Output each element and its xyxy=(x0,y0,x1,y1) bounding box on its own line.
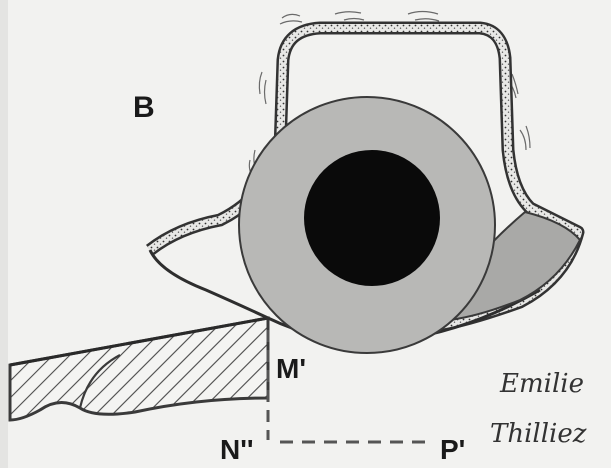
signature-last-name: Thilliez xyxy=(490,419,587,449)
signature-first-name: Emilie xyxy=(499,369,584,399)
panel-label: B xyxy=(133,91,155,124)
point-p-prime-label: P' xyxy=(440,434,465,465)
left-shadow-edge xyxy=(0,0,8,468)
point-m-prime-label: M' xyxy=(276,353,306,384)
point-n-prime-label: N'' xyxy=(220,434,254,465)
pupil xyxy=(304,150,440,286)
